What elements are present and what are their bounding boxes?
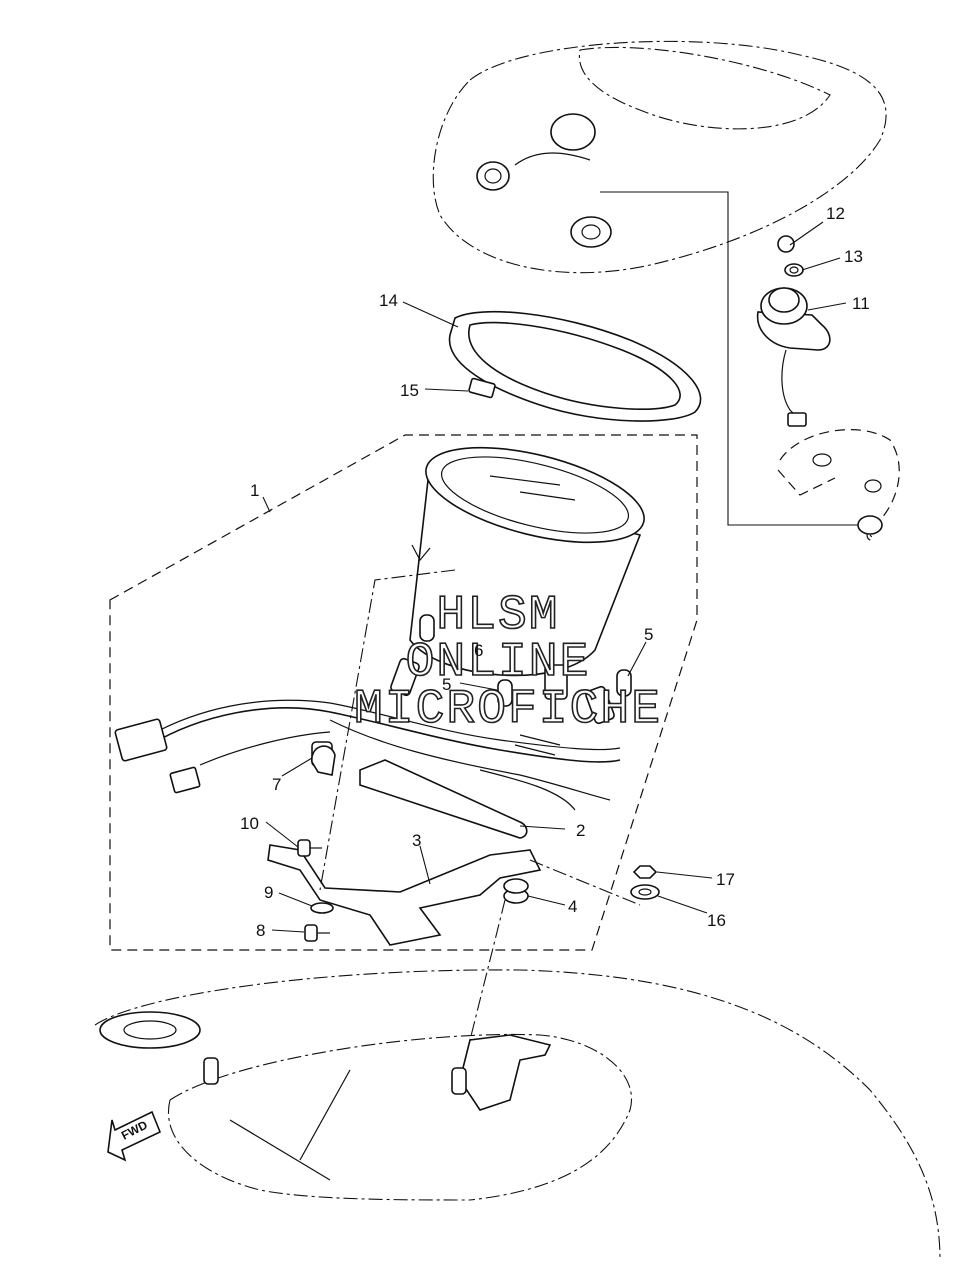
meter-ring: [448, 310, 702, 422]
callout-11: 11: [852, 294, 870, 313]
callout-5b: 5: [442, 675, 451, 694]
callout-10: 10: [240, 814, 259, 833]
upper-cover-outline: [432, 40, 887, 274]
callout-16: 16: [707, 911, 726, 930]
callout-1: 1: [250, 481, 259, 500]
callout-14: 14: [379, 291, 398, 310]
fwd-arrow: FWD: [107, 1110, 162, 1162]
callout-4: 4: [568, 897, 577, 916]
callout-12: 12: [826, 204, 845, 223]
meter-plate: [359, 759, 528, 839]
watermark: HLSM ONLINE MICROFICHE: [353, 588, 662, 738]
bulb-sockets: [390, 614, 632, 725]
callout-leaders: [262, 221, 847, 933]
callout-13: 13: [844, 247, 863, 266]
callout-6: 6: [474, 641, 483, 660]
callout-17: 17: [716, 870, 735, 889]
watermark-line-3: MICROFICHE: [354, 683, 662, 737]
callout-15: 15: [400, 381, 419, 400]
lower-body-outline: [94, 969, 941, 1261]
meter-bracket: [267, 844, 542, 946]
watermark-line-1: HLSM: [436, 589, 559, 643]
side-bracket-outline: [777, 429, 900, 542]
callout-8: 8: [256, 921, 265, 940]
meter-body: [409, 446, 645, 677]
leader-washer: [529, 859, 641, 906]
watermark-line-2: ONLINE: [406, 636, 591, 690]
grommet-and-fasteners: [503, 865, 660, 904]
leader-screw: [319, 569, 456, 891]
callout-7: 7: [272, 775, 281, 794]
callout-2: 2: [576, 821, 585, 840]
clamp-and-screws: [297, 745, 336, 942]
callout-3: 3: [412, 831, 421, 850]
callout-5a: 5: [644, 625, 653, 644]
cover-link-line: [600, 191, 860, 526]
indicator-light-assembly: [756, 235, 831, 427]
callout-9: 9: [264, 883, 273, 902]
assembly-boundary: [109, 434, 698, 951]
callout-labels: 1 2 3 4 5 5 6 7 8 9 10 11 12 13 14 15 16…: [240, 204, 870, 940]
